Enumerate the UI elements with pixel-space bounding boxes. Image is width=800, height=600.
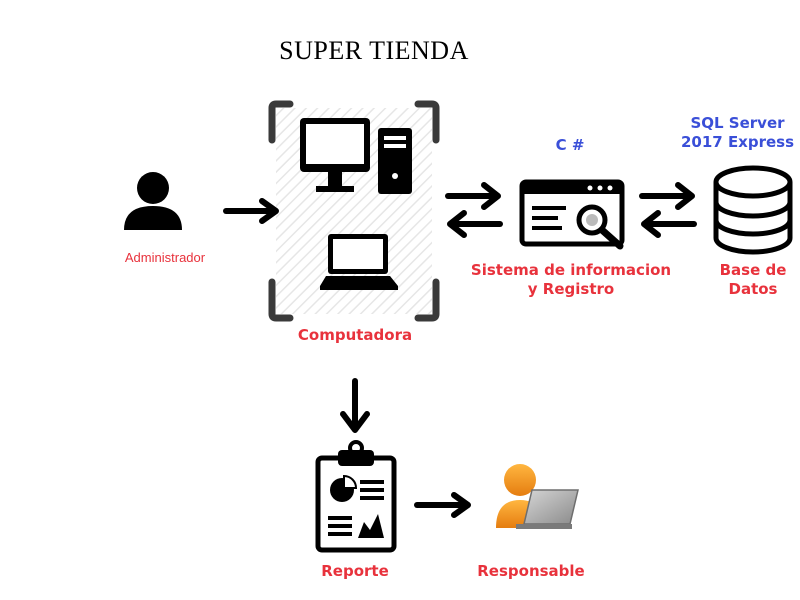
admin-label: Administrador	[124, 250, 206, 265]
user-laptop-icon	[496, 464, 579, 529]
double-arrow-icon	[445, 182, 503, 238]
report-label: Reporte	[321, 562, 389, 580]
system-tech-label: C #	[555, 136, 585, 154]
double-arrow-icon	[639, 182, 697, 238]
database-tech-line2: 2017 Express	[680, 133, 795, 151]
desktop-computer-icon	[300, 118, 412, 194]
responsible-label: Responsable	[477, 562, 585, 580]
database-icon	[713, 165, 793, 255]
computer-label: Computadora	[297, 326, 413, 344]
user-icon	[124, 172, 182, 230]
clipboard-report-icon	[315, 440, 397, 553]
system-label-line2: y Registro	[527, 280, 615, 298]
arrow-right-icon	[414, 492, 471, 518]
window-search-icon	[519, 179, 625, 250]
diagram-title: SUPER TIENDA	[279, 36, 469, 65]
database-label-line1: Base de	[719, 261, 787, 279]
laptop-icon	[320, 234, 398, 290]
database-label-line2: Datos	[728, 280, 778, 298]
database-tech-line1: SQL Server	[690, 114, 785, 132]
system-label-line1: Sistema de informacion	[470, 261, 672, 279]
arrow-down-icon	[340, 378, 370, 433]
